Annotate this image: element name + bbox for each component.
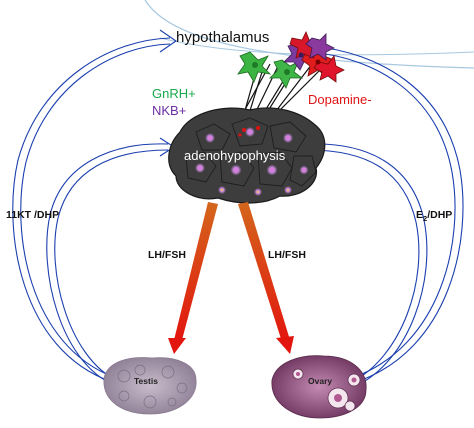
- ovary-tissue-icon: [271, 355, 367, 419]
- left-feedback-arrows: [12, 29, 177, 385]
- feedback-label-right: E2/DHP: [416, 209, 452, 223]
- left-outer-arrowhead: [159, 29, 177, 53]
- neuron-purple-icon: [305, 33, 335, 61]
- left-inner-arc-inner: [54, 149, 169, 381]
- ovary-label: Ovary: [308, 376, 332, 386]
- neuron-cluster: [237, 31, 345, 89]
- testis-tissue-icon: [103, 357, 197, 415]
- feedback-label-right-e: E: [416, 209, 423, 221]
- nkb-label: NKB+: [152, 103, 186, 118]
- feedback-label-left: 11KT /DHP: [6, 209, 59, 221]
- feedback-label-right-rest: /DHP: [427, 209, 452, 221]
- dopamine-label: Dopamine-: [308, 92, 372, 107]
- lh-fsh-arrow-right: [238, 202, 294, 354]
- neuron-red-icon: [313, 55, 345, 83]
- right-outer-arc: [309, 45, 464, 383]
- gnrh-label: GnRH+: [152, 86, 196, 101]
- hypothalamus-label: hypothalamus: [176, 29, 269, 46]
- lh-fsh-arrow-left: [168, 202, 218, 354]
- adenohypophysis-label: adenohypophysis: [184, 148, 286, 163]
- left-outer-arc-inner: [20, 43, 171, 379]
- pituitary-cells-icon: [168, 107, 326, 204]
- left-inner-arc: [46, 143, 169, 385]
- testis-label: Testis: [134, 376, 158, 386]
- lh-fsh-label-left: LH/FSH: [148, 249, 186, 261]
- lh-fsh-label-right: LH/FSH: [268, 249, 306, 261]
- right-inner-arc: [307, 143, 428, 387]
- feedback-label-right-sub: 2: [423, 214, 427, 223]
- right-inner-arc-inner: [307, 149, 420, 383]
- hypothalamus-boundary-outer: [144, 0, 474, 69]
- right-outer-arc-inner: [309, 51, 456, 379]
- left-outer-arc: [12, 37, 171, 383]
- hypothalamus-boundary-inner: [159, 37, 474, 56]
